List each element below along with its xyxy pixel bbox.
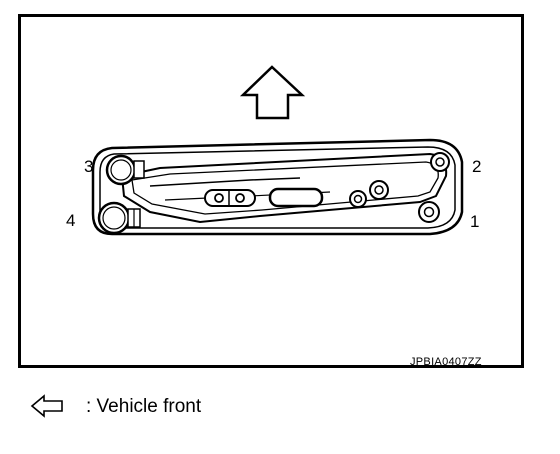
bracket-arm-inner [131, 161, 439, 215]
left-arrow-outline-icon [30, 394, 63, 418]
bracket-rib [149, 177, 301, 187]
bracket-slot-small [204, 189, 256, 207]
figure-reference-code: JPBIA0407ZZ [410, 356, 482, 368]
mounting-bolt-3-inner [110, 159, 132, 181]
slot-hole [214, 193, 224, 203]
callout-1: 1 [470, 212, 480, 231]
bolt-collar [133, 160, 145, 179]
legend-text: : Vehicle front [86, 396, 202, 417]
up-arrow-icon [239, 65, 306, 120]
mounting-bolt-2-inner [435, 157, 445, 167]
slot-hole [235, 193, 245, 203]
callout-3: 3 [84, 157, 94, 176]
callout-4: 4 [66, 211, 76, 230]
mounting-bolt-4-inner [102, 206, 126, 230]
bracket-inner-outline [99, 146, 456, 229]
mounting-bolt-1-inner [423, 206, 435, 218]
bolt-boss [374, 185, 384, 195]
bolt-boss [353, 194, 363, 204]
callout-2: 2 [472, 157, 482, 176]
bracket-slot [268, 187, 324, 208]
